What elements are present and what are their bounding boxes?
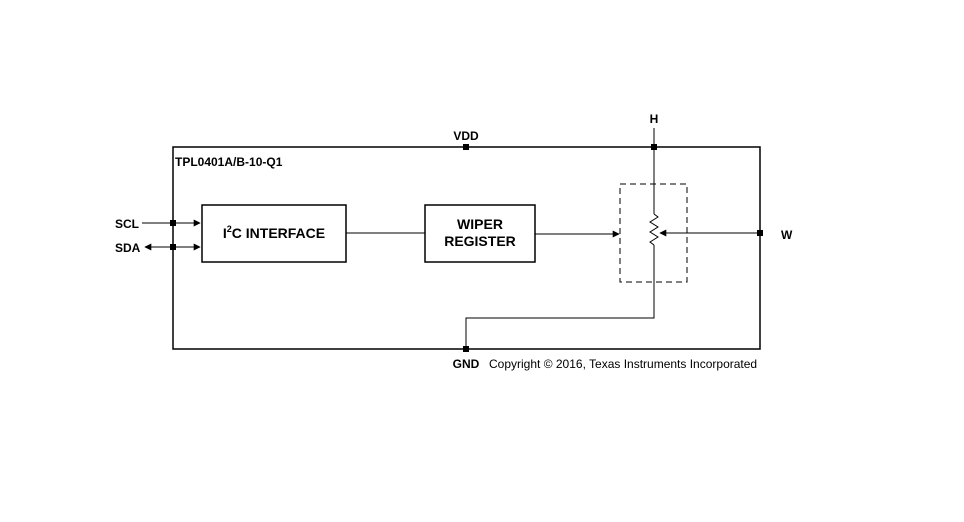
- device-name: TPL0401A/B-10-Q1: [175, 155, 283, 169]
- gnd-pin: [463, 346, 469, 352]
- w-label: W: [781, 228, 793, 242]
- w-pin: [757, 230, 763, 236]
- scl-label: SCL: [115, 217, 139, 231]
- copyright-text: Copyright © 2016, Texas Instruments Inco…: [489, 357, 757, 371]
- scl-pin: [170, 220, 176, 226]
- wiper-register-line2: REGISTER: [444, 233, 516, 249]
- wiper-register-line1: WIPER: [457, 216, 503, 232]
- i2c-interface-block: [201, 204, 347, 263]
- vdd-pin: [463, 144, 469, 150]
- vdd-label: VDD: [453, 129, 479, 143]
- h-label: H: [650, 112, 659, 126]
- i2c-interface-label: I2C INTERFACE: [223, 224, 325, 241]
- sda-label: SDA: [115, 241, 141, 255]
- h-pin: [651, 144, 657, 150]
- gnd-label: GND: [453, 357, 480, 371]
- wiper-register-block: [424, 204, 536, 263]
- resistor-element: [649, 213, 659, 246]
- sda-pin: [170, 244, 176, 250]
- gnd-wire: [465, 245, 655, 349]
